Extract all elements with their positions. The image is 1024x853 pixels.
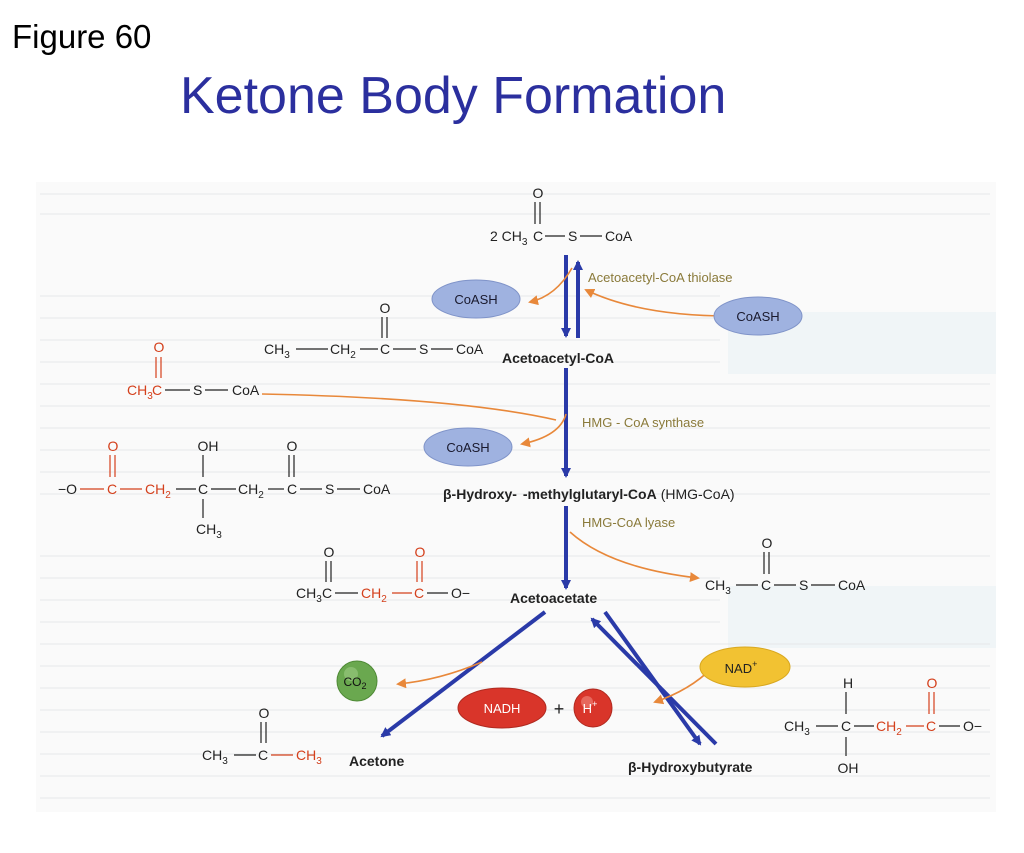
oxygen-label: O xyxy=(154,339,165,355)
methyl-label: CH3 xyxy=(202,747,228,767)
hydrogen-label: H xyxy=(843,675,853,691)
methyl-label: CH3 xyxy=(296,747,322,767)
carbon-label: C xyxy=(258,747,268,763)
coash-release-arrow-2 xyxy=(520,413,567,448)
methylene-label: CH2 xyxy=(361,585,387,605)
carboxylate-label: −O xyxy=(58,481,77,497)
co2-circle: CO2 xyxy=(336,660,378,702)
oxygen-label: O xyxy=(108,438,119,454)
acetyl-coa-input-arrow xyxy=(261,393,557,421)
sulfur-label: S xyxy=(193,382,202,398)
coash-oval-1: CoASH xyxy=(431,279,521,319)
methyl-label: CH3 xyxy=(127,382,153,402)
page-title: Ketone Body Formation xyxy=(180,67,727,125)
carbon-label: C xyxy=(380,341,390,357)
co2-label: CO2 xyxy=(343,675,366,691)
hydroxyl-label: OH xyxy=(838,760,859,776)
acetyl-coa-release-arrow xyxy=(569,531,700,583)
oxygen-label: O xyxy=(762,535,773,551)
coa-label: CoA xyxy=(456,341,484,357)
methyl-label: CH3 xyxy=(705,577,731,597)
acetoacetyl-coa: O CH3 CH2 C S CoA Acetoacetyl-CoA xyxy=(264,300,614,366)
acetoacetate: O O CH3 C CH2 C O− Acetoacetate xyxy=(296,544,597,606)
coa-label: CoA xyxy=(232,382,260,398)
sulfur-label: S xyxy=(419,341,428,357)
hydroxybutyrate-name: β-Hydroxybutyrate xyxy=(628,759,753,775)
figure-label: Figure 60 xyxy=(12,18,152,55)
sulfur-label: S xyxy=(568,228,577,244)
acetyl-coa-substrate: O CH3 C S CoA xyxy=(127,339,260,402)
methylene-label: CH2 xyxy=(238,481,264,501)
proton-label: H+ xyxy=(583,699,598,716)
carbon-label: C xyxy=(107,481,117,497)
carbon-label: C xyxy=(414,585,424,601)
methylene-label: CH2 xyxy=(876,718,902,738)
methyl-label: CH3 xyxy=(784,718,810,738)
acetoacetate-name: Acetoacetate xyxy=(510,590,597,606)
coash-label: CoASH xyxy=(446,440,489,455)
oxygen-label: O xyxy=(287,438,298,454)
oxygen-label: O xyxy=(380,300,391,316)
coash-label: CoASH xyxy=(454,292,497,307)
coash-label: CoASH xyxy=(736,309,779,324)
oxygen-label: O xyxy=(927,675,938,691)
nadh-oval: NADH xyxy=(457,687,547,729)
nad-label: NAD+ xyxy=(725,659,758,676)
acetone-name: Acetone xyxy=(349,753,404,769)
methyl-label: CH3 xyxy=(196,521,222,541)
side-arrows xyxy=(261,267,731,705)
methylene-label: CH2 xyxy=(145,481,171,501)
coash-input-arrow xyxy=(584,288,731,317)
carboxylate-label: O− xyxy=(963,718,982,734)
carboxylate-label: O− xyxy=(451,585,470,601)
carbon-label: C xyxy=(322,585,332,601)
hydroxybutyrate: β-Hydroxybutyrate H O CH3 C CH2 C O− OH xyxy=(628,675,982,776)
main-pathway-arrows xyxy=(380,255,718,746)
nadh-label: NADH xyxy=(484,701,521,716)
carbon-label: C xyxy=(198,481,208,497)
coash-oval-2: CoASH xyxy=(713,296,803,336)
oxidation-arrow xyxy=(590,617,718,746)
co2-release-arrow xyxy=(396,661,483,689)
carbon-label: C xyxy=(841,718,851,734)
lyase-label: HMG-CoA lyase xyxy=(582,515,675,530)
acetyl-coa-dimer: O 2 CH3 C S CoA xyxy=(490,185,633,248)
decarboxylation-arrow xyxy=(380,610,547,738)
methyl-label: 2 CH3 xyxy=(490,228,528,248)
oxygen-label: O xyxy=(533,185,544,201)
oxygen-label: O xyxy=(324,544,335,560)
sulfur-label: S xyxy=(799,577,808,593)
coa-label: CoA xyxy=(838,577,866,593)
carbon-label: C xyxy=(287,481,297,497)
synthase-label: HMG - CoA synthase xyxy=(582,415,704,430)
pathway-diagram: O 2 CH3 C S CoA O CH3 CH2 C S CoA Acetoa… xyxy=(36,182,996,812)
carbon-label: C xyxy=(152,382,162,398)
methyl-label: CH3 xyxy=(264,341,290,361)
sulfur-label: S xyxy=(325,481,334,497)
coa-label: CoA xyxy=(363,481,391,497)
hmg-coa: O OH O −O C CH2 C CH2 C S CoA CH3 β-Hydr… xyxy=(58,438,735,541)
proton-circle: H+ xyxy=(573,688,613,728)
plus-sign: + xyxy=(554,699,565,719)
carbon-label: C xyxy=(926,718,936,734)
methyl-label: CH3 xyxy=(296,585,322,605)
hmg-coa-name: β-Hydroxy--methylglutaryl-CoA(HMG-CoA) xyxy=(443,486,735,502)
oxygen-label: O xyxy=(415,544,426,560)
acetyl-coa-product: O CH3 C S CoA xyxy=(705,535,866,597)
coash-oval-3: CoASH xyxy=(423,427,513,467)
carbon-label: C xyxy=(761,577,771,593)
acetone: O CH3 C CH3 Acetone xyxy=(202,705,404,769)
methylene-label: CH2 xyxy=(330,341,356,361)
carbon-label: C xyxy=(533,228,543,244)
nad-oval: NAD+ xyxy=(699,646,791,688)
coa-label: CoA xyxy=(605,228,633,244)
hydroxyl-label: OH xyxy=(198,438,219,454)
oxygen-label: O xyxy=(259,705,270,721)
acetoacetyl-coa-name: Acetoacetyl-CoA xyxy=(502,350,614,366)
enzyme-labels: Acetoacetyl-CoA thiolase HMG - CoA synth… xyxy=(582,270,733,530)
thiolase-label: Acetoacetyl-CoA thiolase xyxy=(588,270,733,285)
coash-release-arrow xyxy=(528,267,573,306)
